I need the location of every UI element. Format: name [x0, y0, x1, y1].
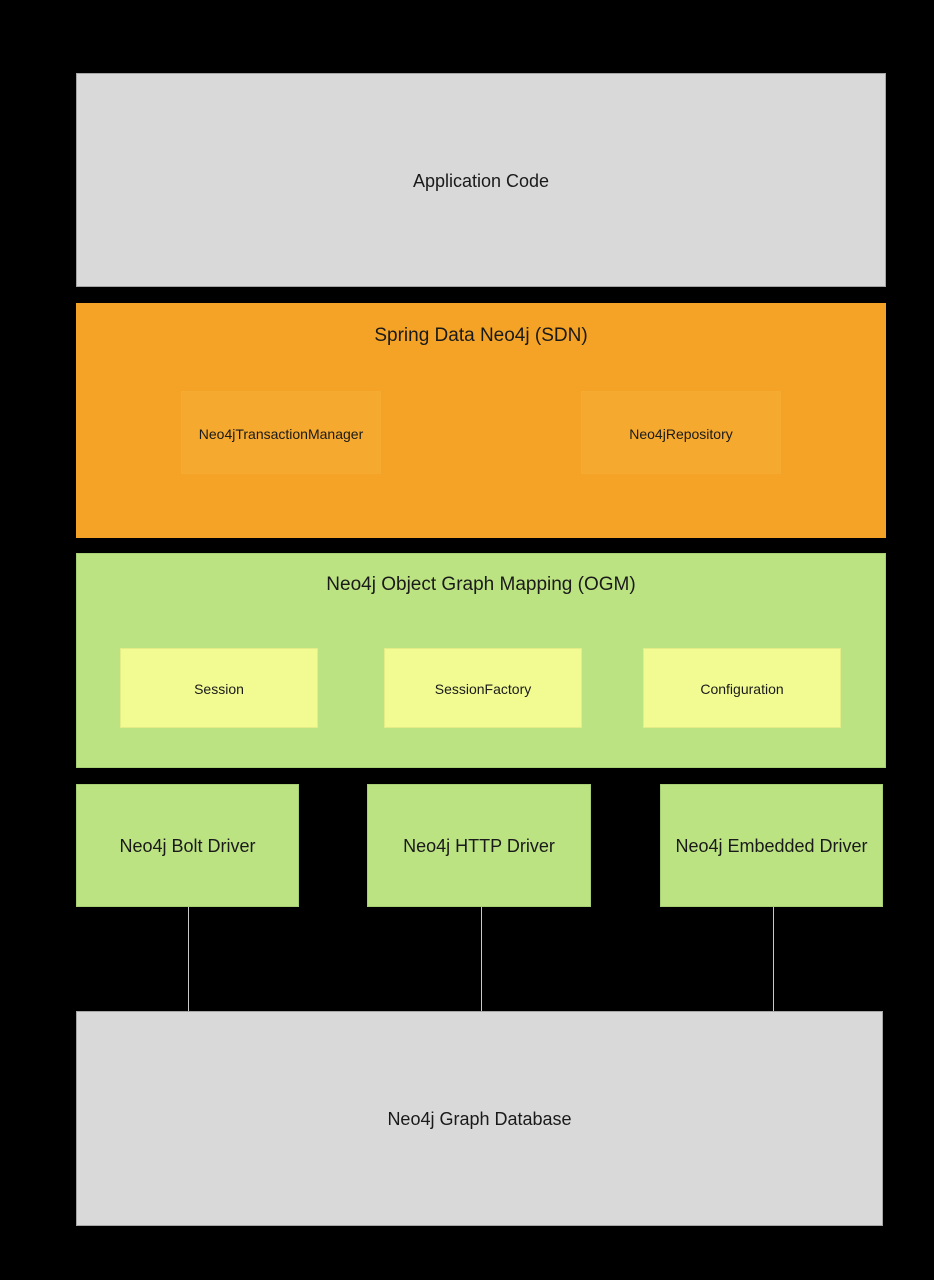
layer-spring-data-neo4j[interactable]: Spring Data Neo4j (SDN) Neo4jTransaction… [76, 303, 886, 538]
layer-neo4j-ogm[interactable]: Neo4j Object Graph Mapping (OGM) Session… [76, 553, 886, 768]
layer-neo4j-graph-database-label: Neo4j Graph Database [387, 1109, 572, 1129]
layer-spring-data-neo4j-label: Spring Data Neo4j (SDN) [374, 325, 588, 346]
connector-bolt-to-database [188, 907, 189, 1011]
layer-application-code[interactable]: Application Code [76, 73, 886, 287]
component-configuration[interactable]: Configuration [643, 648, 841, 728]
component-neo4j-transaction-manager[interactable]: Neo4jTransactionManager [181, 391, 381, 474]
component-neo4j-repository-label: Neo4jRepository [629, 425, 733, 442]
driver-http-label: Neo4j HTTP Driver [403, 836, 555, 856]
driver-bolt[interactable]: Neo4j Bolt Driver [76, 784, 299, 907]
layer-application-code-label: Application Code [412, 170, 550, 191]
layer-neo4j-graph-database[interactable]: Neo4j Graph Database [76, 1011, 883, 1226]
driver-embedded-label: Neo4j Embedded Driver [675, 836, 868, 856]
driver-embedded[interactable]: Neo4j Embedded Driver [660, 784, 883, 907]
component-session-factory[interactable]: SessionFactory [384, 648, 582, 728]
driver-bolt-label: Neo4j Bolt Driver [119, 836, 256, 856]
connector-http-to-database [481, 907, 482, 1011]
component-session-factory-label: SessionFactory [434, 681, 532, 697]
component-session[interactable]: Session [120, 648, 318, 728]
driver-http[interactable]: Neo4j HTTP Driver [367, 784, 591, 907]
component-session-label: Session [194, 681, 244, 697]
connector-embedded-to-database [773, 907, 774, 1011]
component-neo4j-transaction-manager-label: Neo4jTransactionManager [198, 425, 364, 442]
component-configuration-label: Configuration [700, 681, 784, 697]
component-neo4j-repository[interactable]: Neo4jRepository [581, 391, 781, 474]
layer-neo4j-ogm-label: Neo4j Object Graph Mapping (OGM) [326, 574, 636, 595]
